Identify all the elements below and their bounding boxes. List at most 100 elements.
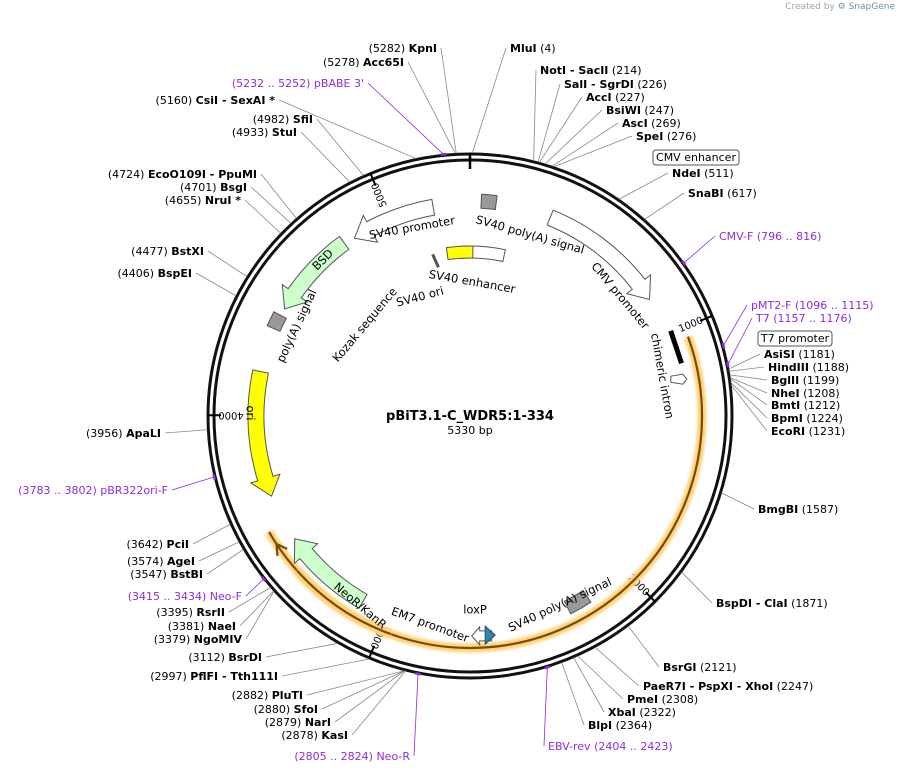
feature-neor-kanr[interactable] [293,538,368,609]
site-kpni[interactable]: (5282) KpnI [369,42,437,55]
site-asci[interactable]: AscI (269) [622,117,681,130]
feature-loxp[interactable] [484,625,496,646]
leader-line [721,492,755,510]
leader-line [730,377,768,394]
primer-neo-f[interactable]: (3415 .. 3434) Neo-F [128,590,242,603]
site-sfii[interactable]: (4982) SfiI [253,113,313,126]
site-bmgbi[interactable]: BmgBI (1587) [758,503,838,516]
site-nrui[interactable]: (4655) NruI * [165,194,241,207]
leader-line [730,378,768,406]
site-paer7i[interactable]: PaeR7I - PspXI - XhoI (2247) [643,680,813,693]
site-asisi[interactable]: AsiSI (1181) [764,348,835,361]
site-sfoi[interactable]: (2880) SfoI [254,703,318,716]
site-bpmi[interactable]: BpmI (1224) [771,412,843,425]
leader-line [723,304,748,346]
primer-cmv-f[interactable]: CMV-F (796 .. 816) [719,230,821,243]
site-bsrgi[interactable]: BsrGI (2121) [663,661,737,674]
site-bsiwi[interactable]: BsiWI (247) [606,104,674,117]
leader-line [544,109,603,165]
site-bmti[interactable]: BmtI (1212) [771,399,840,412]
feature-label-ori: ori [244,406,258,421]
feature-sv40-poly-a-signal[interactable] [480,193,498,211]
leader-line [553,135,633,168]
site-spei[interactable]: SpeI (276) [636,130,696,143]
feature-chimeric-intron[interactable] [668,330,684,365]
site-agei[interactable]: (3574) AgeI [127,555,195,568]
site-acci[interactable]: AccI (227) [586,91,645,104]
feature-sv40-poly-a-signal-2[interactable] [563,589,592,615]
leader-line [192,523,231,545]
leader-line [245,591,275,640]
site-mlui[interactable]: MluI (4) [510,42,556,55]
leader-line [471,47,507,154]
site-bstxi[interactable]: (4477) BstXI [131,245,204,258]
site-noti[interactable]: NotI - SacII (214) [540,64,641,77]
site-pcii[interactable]: (3642) PciI [126,538,189,551]
site-pflfi[interactable]: (2997) PflFI - Tth111I [150,670,278,683]
site-snabi[interactable]: SnaBI (617) [688,187,757,200]
primer-mark-neo-r [415,672,421,676]
site-ndei[interactable]: NdeI (511) [672,167,734,180]
site-bsrdi[interactable]: (3112) BsrDI [188,651,262,664]
leader-line [594,647,640,687]
leader-line [281,658,370,677]
leader-line [537,83,561,163]
primer-neo-r[interactable]: (2805 .. 2824) Neo-R [294,750,410,763]
boxed-label-t7-promoter[interactable]: T7 promoter [757,330,833,347]
leader-line [543,667,548,747]
site-acc65i[interactable]: (5278) Acc65I [323,56,404,69]
primer-pbabe-3[interactable]: (5232 .. 5252) pBABE 3' [232,77,364,90]
primer-ebv-rev[interactable]: EBV-rev (2404 .. 2423) [548,740,673,753]
feature-small-arrow[interactable] [670,373,688,385]
site-xbai[interactable]: XbaI (2322) [608,706,676,719]
site-stui[interactable]: (4933) StuI [232,126,297,139]
site-rsrii[interactable]: (3395) RsrII [156,606,225,619]
feature-cmv-promoter[interactable] [546,209,652,301]
plasmid-size: 5330 bp [447,424,492,437]
site-bglii[interactable]: BglII (1199) [771,374,839,387]
orf2-arc[interactable] [296,570,392,636]
site-sali[interactable]: SalI - SgrDI (226) [564,78,667,91]
snapgene-credit: Created by ⚙ SnapGene [785,2,895,12]
leader-line [278,99,417,159]
leader-line [440,47,457,154]
site-csii[interactable]: (5160) CsiI - SexAI * [156,94,276,107]
primer-mark-pbabe-3 [440,152,447,156]
site-bspdi[interactable]: BspDI - ClaI (1871) [716,597,828,610]
site-bspei[interactable]: (4406) BspEI [118,267,193,280]
site-bstbi[interactable]: (3547) BstBI [130,568,203,581]
site-nhei[interactable]: NheI (1208) [771,387,840,400]
feature-sv40-promoter[interactable] [353,198,436,243]
site-naei[interactable]: (3381) NaeI [168,620,236,633]
site-pluti[interactable]: (2882) PluTI [232,689,303,702]
tick-2000 [645,591,656,603]
site-blpi[interactable]: BlpI (2364) [588,719,652,732]
boxed-label-cmv-enhancer[interactable]: CMV enhancer [652,149,740,166]
feature-poly-a-signal[interactable] [266,311,288,333]
leader-line [577,655,624,700]
site-ecori[interactable]: EcoRI (1231) [771,425,845,438]
leader-line [729,366,765,372]
features [247,193,707,653]
leader-line [260,173,297,219]
site-apali[interactable]: (3956) ApaLI [86,427,161,440]
leader-line [727,317,753,365]
primer-pbr322ori-f[interactable]: (3783 .. 3802) pBR322ori-F [18,484,168,497]
primer-pmt2-f[interactable]: pMT2-F (1096 .. 1115) [751,299,874,312]
feature-kozak-sequence[interactable] [431,253,440,268]
site-bsgi[interactable]: (4701) BsgI [180,181,247,194]
feature-bsd[interactable] [281,235,350,310]
site-hindiii[interactable]: HindIII (1188) [768,361,849,374]
leader-line [250,186,292,224]
site-kasi[interactable]: (2878) KasI [281,729,348,742]
feature-sv40-ori[interactable] [445,245,474,261]
site-pmei[interactable]: PmeI (2308) [627,693,698,706]
site-ecoo109i[interactable]: (4724) EcoO109I - PpuMI [108,168,257,181]
leader-line [244,199,282,234]
site-nari[interactable]: (2879) NarI [265,716,331,729]
site-ngomiv[interactable]: (3379) NgoMIV [154,633,243,646]
feature-ori[interactable] [247,369,281,497]
primer-t7[interactable]: T7 (1157 .. 1176) [755,312,852,325]
leader-line [681,571,713,604]
leader-line [321,670,405,710]
